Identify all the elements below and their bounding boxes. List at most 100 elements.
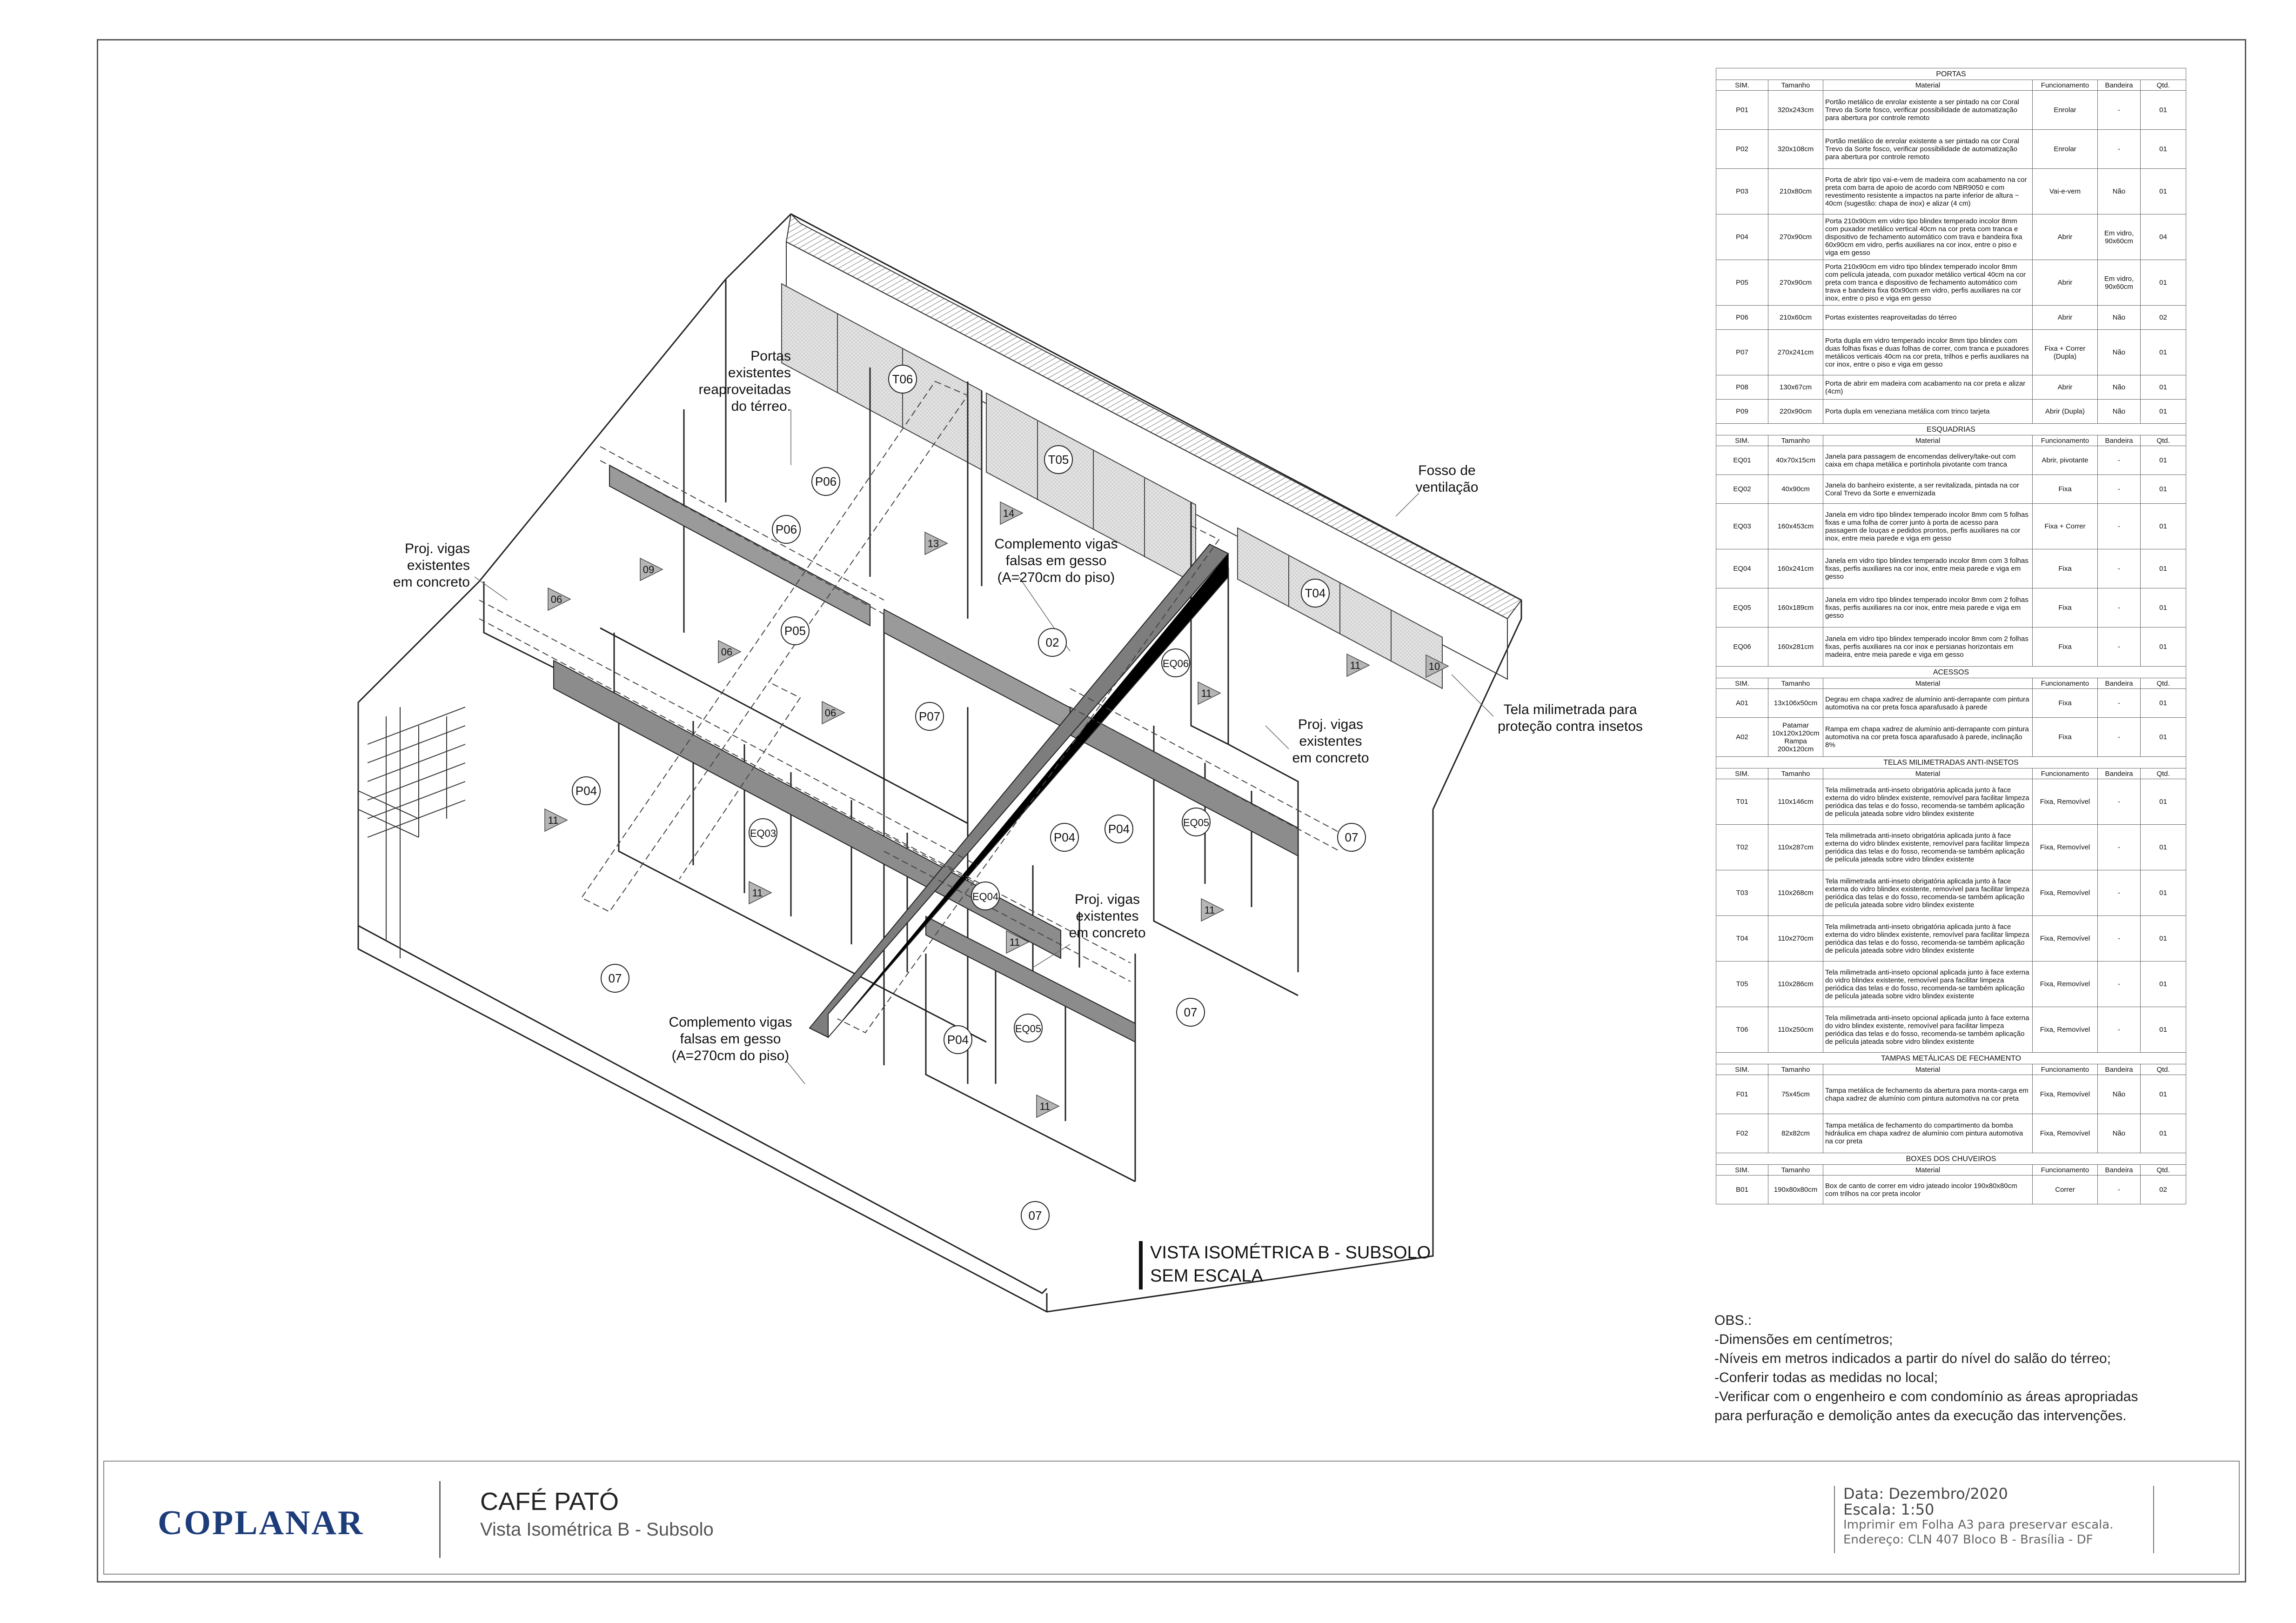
table-cell: P03 [1716, 168, 1768, 214]
label-line: existentes [1299, 734, 1362, 749]
tag-circle-text: P05 [784, 624, 806, 638]
table-cell: P05 [1716, 260, 1768, 306]
table-cell: - [2097, 129, 2141, 169]
label-line: do térreo. [731, 399, 791, 414]
table-cell: Enrolar [2032, 90, 2098, 130]
table-cell: 04 [2140, 214, 2186, 260]
sheet-border [97, 39, 2246, 1583]
tag-triangle-text: 09 [643, 564, 654, 575]
table-cell: 320x243cm [1768, 90, 1823, 130]
table-cell: Fixa, Removível [2032, 824, 2098, 870]
tag-circle: EQ05 [1182, 808, 1211, 836]
table-cell: Degrau em chapa xadrez de alumínio anti-… [1823, 688, 2033, 718]
table-cell: Não [2097, 399, 2141, 424]
table-header-cell: Funcionamento [2032, 435, 2098, 446]
table-header-cell: SIM. [1716, 678, 1768, 689]
label-complemento-top: Complemento vigas falsas em gesso (A=270… [986, 536, 1126, 586]
table-cell: - [2097, 870, 2141, 916]
table-cell: 01 [2140, 329, 2186, 375]
table-cell: Abrir, pivotante [2032, 446, 2098, 475]
table-cell: 01 [2140, 446, 2186, 475]
tag-circle-shape [1038, 628, 1067, 657]
table-cell: Não [2097, 305, 2141, 330]
table-cell: Fixa, Removível [2032, 961, 2098, 1007]
table-cell: Abrir [2032, 305, 2098, 330]
table-cell: - [2097, 474, 2141, 504]
tag-circle: EQ04 [971, 882, 1000, 910]
tag-triangle: 11 [1036, 1094, 1060, 1118]
obs-line: para perfuração e demolição antes da exe… [1714, 1408, 2127, 1423]
table-cell: Fixa [2032, 549, 2098, 588]
table-cell: EQ02 [1716, 474, 1768, 504]
table-header-cell: Qtd. [2140, 1164, 2186, 1176]
tag-triangle-shape [924, 531, 948, 555]
obs-line: -Verificar com o engenheiro e com condom… [1714, 1389, 2138, 1404]
label-line: em concreto [1069, 925, 1146, 941]
tag-circle-shape [572, 776, 601, 805]
tag-triangle-shape [1426, 654, 1449, 678]
table-cell: Não [2097, 168, 2141, 214]
table-cell: P04 [1716, 214, 1768, 260]
label-tela: Tela milimetrada para proteção contra in… [1484, 701, 1656, 735]
table-cell: 01 [2140, 688, 2186, 718]
table-cell: Patamar 10x120x120cm Rampa 200x120cm [1768, 717, 1823, 757]
tag-circle: P05 [781, 616, 810, 645]
table-cell: Correr [2032, 1175, 2098, 1204]
table-cell: Janela em vidro tipo blindex temperado i… [1823, 503, 2033, 549]
table-cell: 01 [2140, 961, 2186, 1007]
label-line: em concreto [393, 574, 470, 590]
label-line: Portas [750, 348, 791, 364]
label-line: Proj. vigas [404, 541, 470, 556]
table-header-cell: Material [1823, 1164, 2033, 1176]
label-portas-existentes: Portas existentes reaproveitadas do térr… [670, 348, 791, 415]
table-header-cell: SIM. [1716, 1164, 1768, 1176]
label-line: existentes [1076, 908, 1139, 924]
obs-line: -Conferir todas as medidas no local; [1714, 1370, 1938, 1385]
table-header-cell: Tamanho [1768, 768, 1823, 779]
label-line: Complemento vigas [669, 1015, 792, 1030]
table-cell: 270x90cm [1768, 260, 1823, 306]
table-header-cell: Funcionamento [2032, 1164, 2098, 1176]
label-line: proteção contra insetos [1498, 719, 1643, 734]
tag-circle-text: T05 [1048, 453, 1069, 467]
table-cell: P02 [1716, 129, 1768, 169]
tag-circle-text: EQ03 [750, 828, 776, 839]
label-complemento-bottom: Complemento vigas falsas em gesso (A=270… [661, 1014, 800, 1064]
tag-triangle-shape [822, 701, 845, 725]
table-cell: B01 [1716, 1175, 1768, 1204]
table-header-cell: Bandeira [2097, 768, 2141, 779]
tag-triangle-text: 13 [928, 538, 939, 549]
tag-circle-shape [1014, 1014, 1043, 1042]
table-header-cell: Qtd. [2140, 80, 2186, 91]
table-cell: Portão metálico de enrolar existente a s… [1823, 129, 2033, 169]
table-cell: 02 [2140, 305, 2186, 330]
tag-circle-shape [601, 964, 629, 993]
tag-circle-text: EQ04 [972, 891, 998, 902]
table-header-cell: Material [1823, 768, 2033, 779]
tag-circle-text: P04 [576, 784, 597, 798]
table-header-cell: Tamanho [1768, 1164, 1823, 1176]
tag-circle-shape [1301, 579, 1330, 608]
coplanar-logo: COPLANAR [158, 1504, 364, 1542]
section-title-cell: BOXES DOS CHUVEIROS [1716, 1153, 2186, 1165]
view-title: VISTA ISOMÉTRICA B - SUBSOLO SEM ESCALA [1139, 1241, 1431, 1289]
tag-circle-text: P07 [919, 709, 940, 723]
tag-circle: 07 [1021, 1201, 1050, 1230]
sheet-scale: Escala: 1:50 [1843, 1501, 1935, 1518]
table-cell: 40x90cm [1768, 474, 1823, 504]
label-line: falsas em gesso [680, 1031, 781, 1047]
table-cell: 220x90cm [1768, 399, 1823, 424]
tag-circle: P06 [772, 515, 801, 544]
table-cell: Fixa [2032, 717, 2098, 757]
dashed-beam-projections [479, 381, 1340, 1034]
table-cell: - [2097, 779, 2141, 825]
tag-triangle-text: 06 [721, 646, 732, 658]
